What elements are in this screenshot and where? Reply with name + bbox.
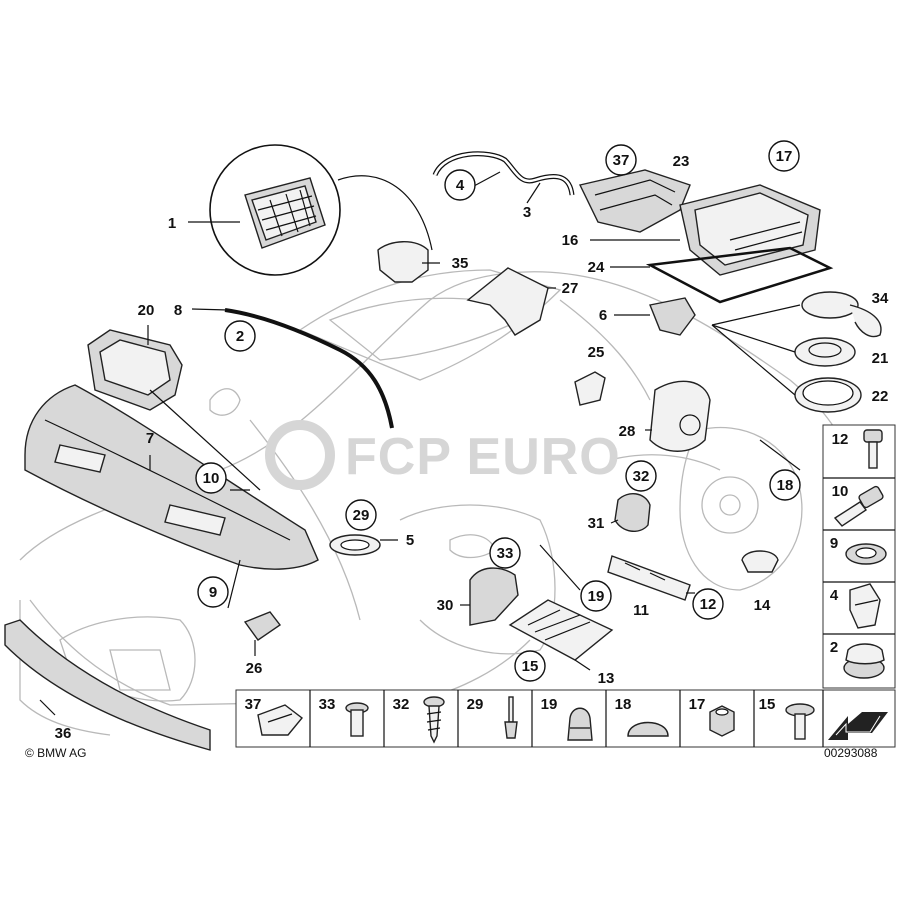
rivet-icon <box>504 696 518 739</box>
copyright-text: © BMW AG <box>25 746 87 760</box>
callout-33: 33 <box>497 545 514 562</box>
hose-clip-icon <box>849 583 881 629</box>
car-outline <box>19 269 851 736</box>
leader-lines <box>39 171 801 716</box>
bottom-legend-29: 29 <box>467 696 484 713</box>
callout-26: 26 <box>246 660 263 677</box>
part-35-bracket <box>377 241 429 283</box>
clip-nut-icon <box>257 704 304 736</box>
part-34-grommet <box>801 291 859 319</box>
side-legend-10: 10 <box>832 483 849 500</box>
part-30-bracket <box>469 567 519 626</box>
callout-8: 8 <box>174 302 182 319</box>
callout-35: 35 <box>452 255 469 272</box>
callout-21: 21 <box>872 350 889 367</box>
bottom-legend: 37 33 32 29 19 18 17 15 <box>235 689 896 748</box>
side-legend-4: 4 <box>830 587 839 604</box>
callout-10: 10 <box>203 470 220 487</box>
callout-27: 27 <box>562 280 579 297</box>
callout-1: 1 <box>168 215 176 232</box>
detail-magnifier <box>209 144 433 276</box>
callout-13: 13 <box>598 670 615 687</box>
hex-nut-icon <box>709 705 735 737</box>
side-legend-2: 2 <box>830 639 838 656</box>
direction-arrow-icon <box>828 712 888 740</box>
part-11-bracket <box>607 555 691 601</box>
callout-30: 30 <box>437 597 454 614</box>
callout-11: 11 <box>633 602 649 619</box>
bottom-legend-15: 15 <box>759 696 776 713</box>
plug-icon <box>843 643 885 679</box>
part-27-channel <box>466 267 549 336</box>
callout-circles <box>195 140 801 682</box>
side-legend-9: 9 <box>830 535 838 552</box>
cap-icon <box>627 721 669 737</box>
bottom-legend-18: 18 <box>615 696 632 713</box>
callout-7: 7 <box>146 430 154 447</box>
callout-34: 34 <box>872 290 889 307</box>
callout-12: 12 <box>700 596 717 613</box>
callout-17: 17 <box>776 148 793 165</box>
callout-14: 14 <box>754 597 771 614</box>
part-13-tray <box>508 599 614 661</box>
callout-6: 6 <box>599 307 607 324</box>
bottom-legend-19: 19 <box>541 696 558 713</box>
watermark-text: FCP EURO <box>345 428 621 486</box>
part-25-bracket <box>574 371 606 406</box>
callout-numbers: 1 2 3 4 5 6 7 8 9 10 11 12 13 14 15 16 1… <box>55 148 889 742</box>
callout-28: 28 <box>619 423 636 440</box>
bottom-legend-37: 37 <box>245 696 262 713</box>
callout-19: 19 <box>588 588 605 605</box>
drawing-number: 00293088 <box>824 746 878 760</box>
part-28-cover <box>649 380 711 452</box>
callout-37: 37 <box>613 152 630 169</box>
part-36-support <box>4 619 211 751</box>
bottom-legend-33: 33 <box>319 696 336 713</box>
callout-15: 15 <box>522 658 539 675</box>
bottom-legend-17: 17 <box>689 696 706 713</box>
callout-20: 20 <box>138 302 155 319</box>
tapping-screw-icon <box>423 696 445 744</box>
part-21-grommet <box>794 337 856 367</box>
bump-stop-icon <box>567 707 593 741</box>
callout-18: 18 <box>777 477 794 494</box>
part-14-grommet <box>741 550 779 573</box>
flange-bolt-icon <box>785 703 815 740</box>
hose-fitting-icon <box>833 485 884 527</box>
callout-29: 29 <box>353 507 370 524</box>
side-legend: 12 10 9 4 2 <box>822 424 896 689</box>
bottom-legend-32: 32 <box>393 696 410 713</box>
callout-2: 2 <box>236 328 244 345</box>
callout-3: 3 <box>523 204 531 221</box>
callout-5: 5 <box>406 532 414 549</box>
part-31-cap <box>614 493 651 532</box>
grommet-icon <box>845 543 887 565</box>
callout-16: 16 <box>562 232 579 249</box>
side-legend-12: 12 <box>832 431 849 448</box>
part-24-seal <box>645 246 834 304</box>
part-2-seal <box>224 308 394 429</box>
callout-32: 32 <box>633 468 650 485</box>
callout-9: 9 <box>209 584 217 601</box>
callout-36: 36 <box>55 725 72 742</box>
part-7-cowl <box>24 384 319 570</box>
bolt-icon <box>863 429 883 469</box>
callout-4: 4 <box>456 177 465 194</box>
part-26-clip <box>243 611 282 641</box>
callout-24: 24 <box>588 259 605 276</box>
callout-25: 25 <box>588 344 605 361</box>
screw-icon <box>345 702 369 737</box>
callout-23: 23 <box>673 153 690 170</box>
callout-31: 31 <box>588 515 605 532</box>
watermark: FCP EURO <box>265 420 621 490</box>
callout-22: 22 <box>872 388 889 405</box>
part-6-clip <box>649 297 696 336</box>
